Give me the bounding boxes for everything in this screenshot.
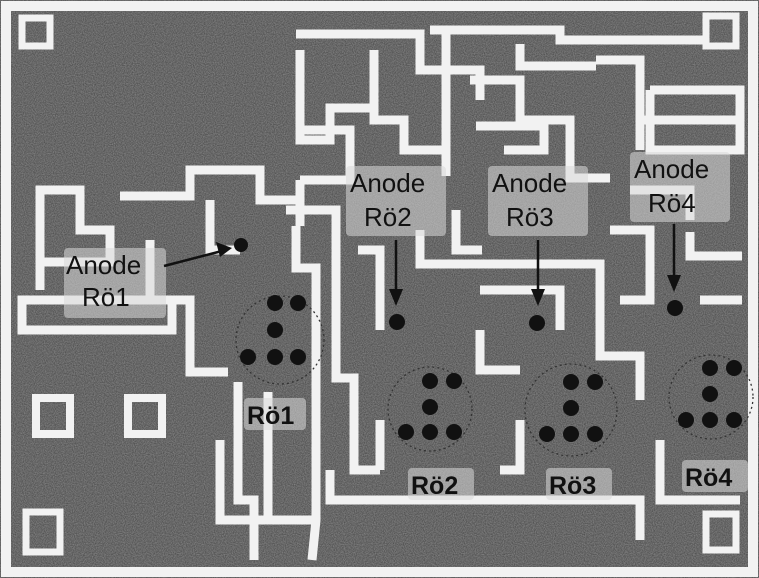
pins-ro4 [678, 360, 742, 428]
pins-ro1 [240, 295, 306, 365]
tube-label-ro3: Rö3 [549, 472, 596, 500]
anode-label-ro1-tag: Rö1 [82, 282, 130, 312]
anode-pad-ro3 [529, 315, 545, 331]
anode-pad-ro4 [667, 300, 683, 316]
socket-circle-ro3 [524, 363, 618, 457]
label-backgrounds [64, 152, 748, 500]
anode-pad-ro2 [389, 314, 405, 330]
pins-ro2 [398, 373, 462, 440]
pins-ro3 [539, 374, 603, 442]
anode-label-ro2-word: Anode [350, 168, 425, 198]
labels: Anode Rö1 Anode Rö2 Anode Rö3 Anode Rö4 … [66, 154, 732, 500]
anode-label-ro2-tag: Rö2 [364, 202, 412, 232]
socket-circle-ro1 [235, 295, 325, 385]
anode-pad-ro1 [234, 238, 248, 252]
anode-label-ro3-word: Anode [492, 168, 567, 198]
anode-label-ro3-tag: Rö3 [506, 202, 554, 232]
socket-circle-ro2 [387, 366, 473, 452]
socket-circle-ro4 [668, 354, 754, 440]
anode-label-ro1-word: Anode [66, 250, 141, 280]
tube-label-ro4: Rö4 [685, 464, 732, 492]
solder-pads [234, 238, 742, 442]
anode-label-ro4-tag: Rö4 [648, 188, 696, 218]
anode-arrows [163, 224, 681, 306]
tube-sockets [235, 295, 754, 457]
arrow-anode-ro1 [163, 249, 223, 268]
tube-label-ro1: Rö1 [247, 402, 294, 430]
anode-label-ro4-word: Anode [634, 154, 709, 184]
tube-label-ro2: Rö2 [411, 472, 458, 500]
